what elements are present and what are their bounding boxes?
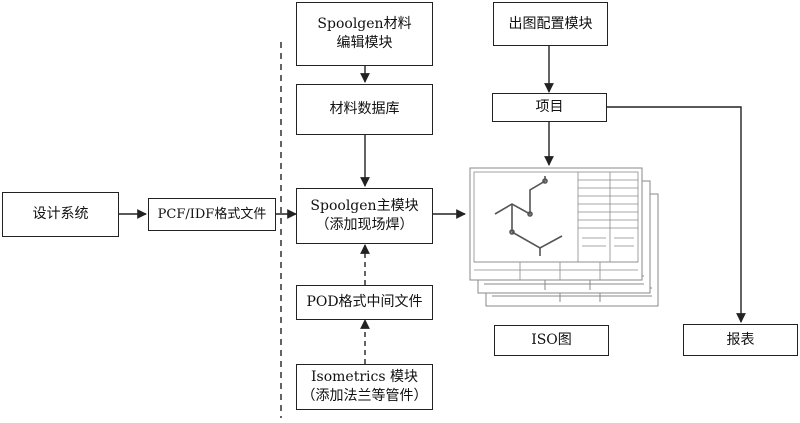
pcf-file-box[interactable]: PCF/IDF格式文件 [148,198,276,231]
report-box[interactable]: 报表 [683,324,798,356]
material-db-label: 材料数据库 [329,101,400,117]
main-module-box[interactable]: Spoolgen主模块 （添加现场焊） [296,188,433,244]
isometrics-label-line2: （添加法兰等管件） [301,388,428,404]
material-db-box[interactable]: 材料数据库 [296,84,433,135]
project-label: 项目 [535,99,564,115]
iso-drawing-box[interactable]: ISO图 [494,325,609,356]
report-label: 报表 [726,331,755,348]
material-edit-label-line2: 编辑模块 [336,35,393,51]
isometrics-label-line1: Isometrics 模块 [311,369,418,385]
project-box[interactable]: 项目 [492,93,607,122]
design-system-box[interactable]: 设计系统 [2,192,119,237]
drawing-sheet-front [469,167,643,281]
main-module-label-line1: Spoolgen主模块 [310,198,419,214]
material-edit-box[interactable]: Spoolgen材料 编辑模块 [296,2,433,66]
design-system-label: 设计系统 [32,206,89,222]
pcf-file-label: PCF/IDF格式文件 [157,207,267,222]
output-config-label: 出图配置模块 [508,15,593,32]
material-edit-label-line1: Spoolgen材料 [317,16,412,32]
output-config-box[interactable]: 出图配置模块 [493,2,608,46]
pod-file-box[interactable]: POD格式中间文件 [296,285,433,320]
isometrics-box[interactable]: Isometrics 模块 （添加法兰等管件） [296,364,433,410]
isometric-pipe-sketch [494,176,563,256]
iso-drawing-label: ISO图 [531,332,572,348]
drawing-front-details [473,171,639,280]
iso-drawing-stack [469,167,659,307]
pod-file-label: POD格式中间文件 [306,294,423,310]
main-module-label-line2: （添加现场焊） [315,217,414,233]
arrow-project-to-report [607,106,746,323]
